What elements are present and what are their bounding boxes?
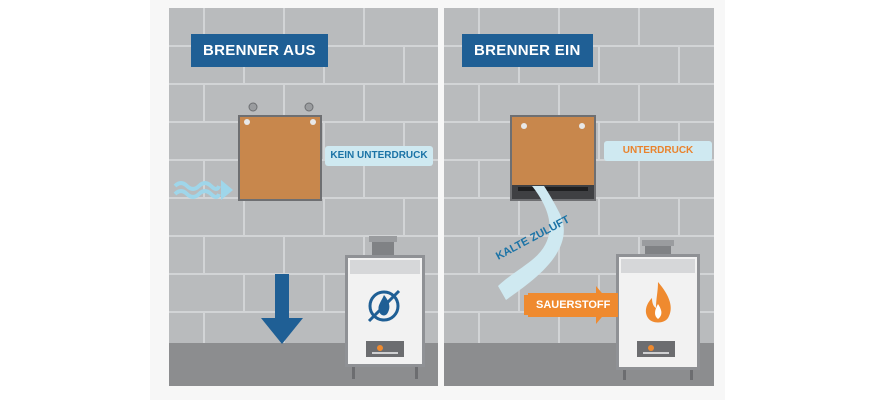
pressure-label: KEIN UNTERDRUCK <box>325 146 433 166</box>
flame-off-icon <box>367 289 401 323</box>
panel-burner-off: BRENNER AUS KEIN UNTERDRUCK <box>169 8 438 386</box>
brick-wall <box>444 8 714 386</box>
panel-title: BRENNER EIN <box>462 34 593 67</box>
flame-icon <box>645 282 671 323</box>
panel-burner-on: BRENNER EIN UNTERDRUCK KALTE ZULUFT SAUE… <box>444 8 714 386</box>
boiler <box>616 240 700 380</box>
panel-title: BRENNER AUS <box>191 34 328 67</box>
air-vent <box>510 115 596 201</box>
airflow-stream <box>498 186 564 300</box>
wavy-arrow-icon <box>173 180 233 200</box>
air-vent <box>238 115 322 201</box>
boiler <box>345 236 425 379</box>
pressure-label: UNTERDRUCK <box>604 141 712 161</box>
down-arrow-icon <box>261 274 303 344</box>
brick-wall <box>169 8 438 386</box>
oxygen-label: SAUERSTOFF <box>528 293 619 317</box>
